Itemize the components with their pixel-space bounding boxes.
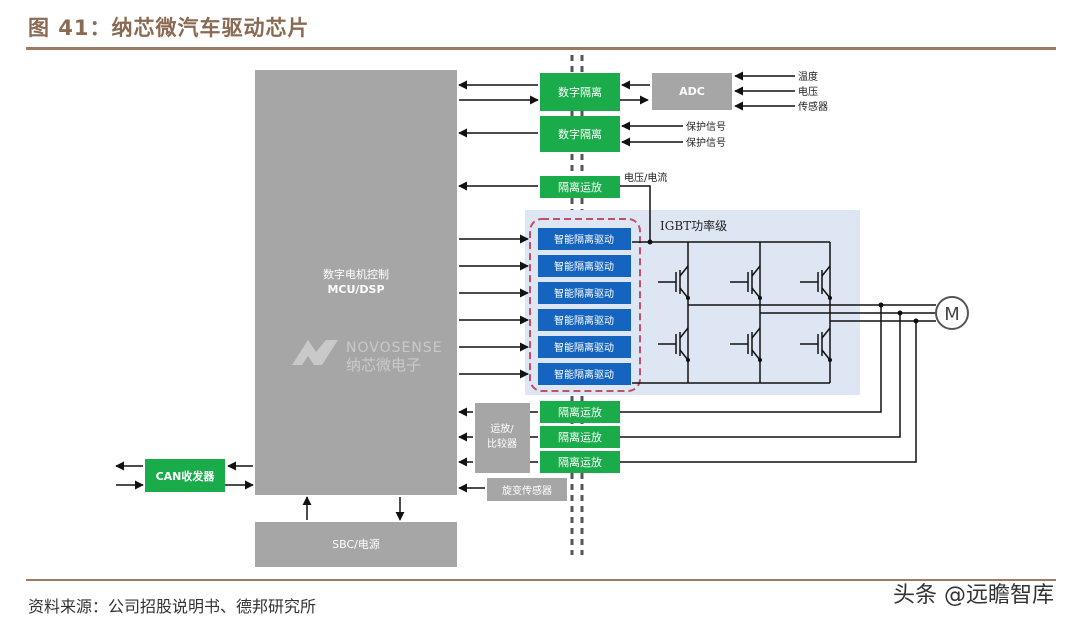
can-transceiver: CAN收发器 bbox=[145, 459, 225, 492]
gate-driver-label: 智能隔离驱动 bbox=[554, 287, 614, 300]
opamp-label: 隔离运放 bbox=[558, 430, 602, 444]
digital-isolator-1: 数字隔离 bbox=[540, 73, 620, 111]
svg-text:数字隔离: 数字隔离 bbox=[558, 127, 602, 141]
title-divider bbox=[26, 47, 1056, 50]
figure-title: 图 41：纳芯微汽车驱动芯片 bbox=[28, 16, 310, 40]
sbc-label: SBC/电源 bbox=[332, 537, 380, 551]
gate-driver-label: 智能隔离驱动 bbox=[554, 341, 614, 354]
svg-text:运放/: 运放/ bbox=[490, 422, 514, 435]
source-note: 资料来源：公司招股说明书、德邦研究所 bbox=[28, 597, 317, 616]
igbt-stage-label: IGBT功率级 bbox=[660, 218, 727, 233]
adc-input-voltage: 电压 bbox=[798, 85, 818, 98]
motor-label: M bbox=[944, 304, 960, 325]
footer-divider bbox=[26, 579, 1056, 581]
protection-signal-1: 保护信号 bbox=[686, 120, 726, 133]
comparator-block: 运放/ 比较器 bbox=[475, 403, 530, 473]
gate-driver: 智能隔离驱动 bbox=[538, 228, 631, 250]
igbt-bridge bbox=[620, 241, 936, 463]
opamp-label: 隔离运放 bbox=[558, 455, 602, 469]
adc-input-sensor: 传感器 bbox=[798, 100, 828, 113]
gate-driver: 智能隔离驱动 bbox=[538, 255, 631, 277]
igbt-transistor bbox=[658, 327, 690, 362]
voltage-current-label: 电压/电流 bbox=[624, 171, 667, 184]
igbt-transistor bbox=[730, 265, 762, 300]
gate-driver-group-outline bbox=[529, 218, 641, 392]
adc-inputs: 温度 电压 传感器 bbox=[734, 70, 828, 113]
sbc-block: SBC/电源 bbox=[255, 522, 457, 567]
motor: M bbox=[935, 296, 969, 330]
gate-driver: 智能隔离驱动 bbox=[538, 282, 631, 304]
logo-brand-en: NOVOSENSE bbox=[346, 340, 443, 356]
current-isolated-opamp: 隔离运放 bbox=[540, 426, 620, 448]
gate-driver-label: 智能隔离驱动 bbox=[554, 314, 614, 327]
adc-block: ADC bbox=[652, 73, 732, 110]
svg-text:隔离运放: 隔离运放 bbox=[558, 180, 602, 194]
gate-driver-label: 智能隔离驱动 bbox=[554, 233, 614, 246]
current-sense-line bbox=[620, 321, 917, 463]
igbt-transistor bbox=[730, 327, 762, 362]
current-isolated-opamp: 隔离运放 bbox=[540, 401, 620, 423]
protection-inputs: 保护信号 保护信号 bbox=[621, 120, 726, 149]
current-sense-line bbox=[620, 313, 901, 438]
voltage-isolated-opamp: 隔离运放 bbox=[540, 176, 620, 198]
igbt-transistor bbox=[800, 327, 832, 362]
gate-driver: 智能隔离驱动 bbox=[538, 363, 631, 385]
adc-input-temperature: 温度 bbox=[798, 70, 818, 83]
igbt-transistor bbox=[800, 265, 832, 300]
can-label: CAN收发器 bbox=[156, 469, 216, 483]
mcu-label-line2: MCU/DSP bbox=[327, 283, 384, 296]
gate-driver: 智能隔离驱动 bbox=[538, 309, 631, 331]
dc-bus-sense-line bbox=[620, 185, 651, 242]
protection-signal-2: 保护信号 bbox=[686, 136, 726, 149]
mcu-label-line1: 数字电机控制 bbox=[323, 267, 389, 281]
resolver-sensor: 旋变传感器 bbox=[487, 478, 567, 501]
mcu-block: 数字电机控制 MCU/DSP NOVOSENSE 纳芯微电子 bbox=[255, 70, 457, 495]
current-sense-line bbox=[620, 305, 882, 413]
igbt-transistor bbox=[658, 265, 690, 300]
logo-brand-cn: 纳芯微电子 bbox=[346, 356, 421, 374]
gate-driver-label: 智能隔离驱动 bbox=[554, 260, 614, 273]
watermark: 头条 @远瞻智库 bbox=[893, 583, 1054, 608]
svg-text:比较器: 比较器 bbox=[487, 437, 517, 450]
opamp-label: 隔离运放 bbox=[558, 405, 602, 419]
current-isolated-opamp: 隔离运放 bbox=[540, 451, 620, 473]
svg-text:旋变传感器: 旋变传感器 bbox=[502, 484, 552, 497]
novosense-logo: NOVOSENSE 纳芯微电子 bbox=[292, 340, 443, 374]
gate-driver: 智能隔离驱动 bbox=[538, 336, 631, 358]
svg-text:ADC: ADC bbox=[679, 85, 705, 98]
digital-isolator-2: 数字隔离 bbox=[540, 116, 620, 152]
svg-text:数字隔离: 数字隔离 bbox=[558, 85, 602, 99]
gate-driver-label: 智能隔离驱动 bbox=[554, 368, 614, 381]
